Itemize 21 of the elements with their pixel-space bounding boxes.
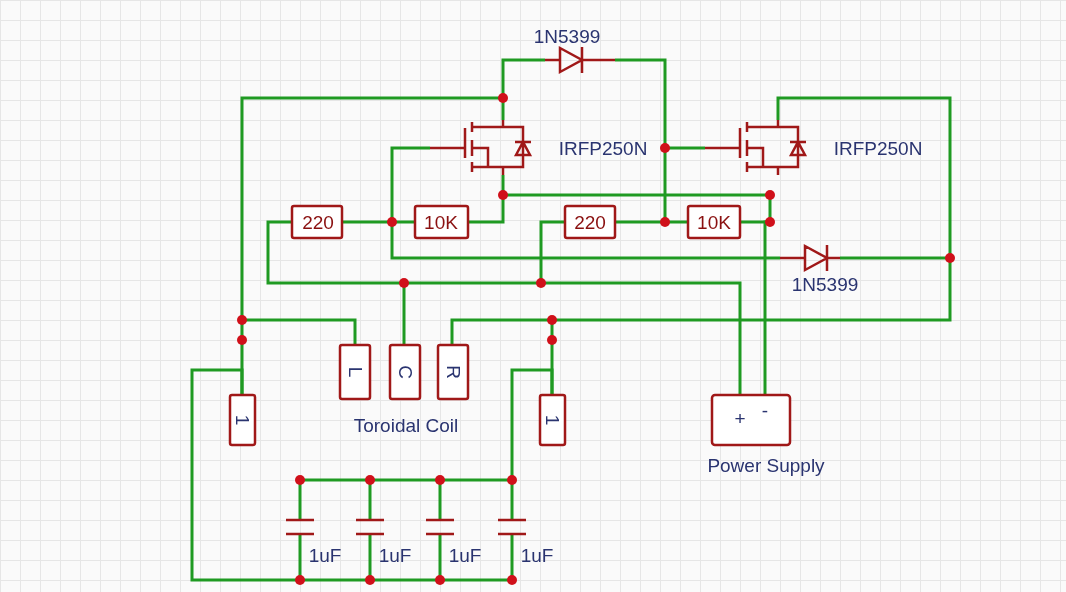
- resistor-value: 10K: [697, 212, 731, 232]
- capacitor-value: 1uF: [448, 545, 482, 565]
- terminal-label: +: [734, 408, 746, 428]
- pin-label: 1: [232, 414, 252, 426]
- resistor-value: 220: [302, 212, 334, 232]
- part-label: Power Supply: [707, 455, 825, 475]
- pin-label: R: [443, 365, 463, 379]
- part-label: IRFP250N: [558, 138, 648, 158]
- capacitor-value: 1uF: [520, 545, 554, 565]
- pin-label: 1: [542, 414, 562, 426]
- capacitor-value: 1uF: [378, 545, 412, 565]
- pin-label: L: [345, 366, 365, 378]
- resistor-value: 10K: [424, 212, 458, 232]
- terminal-label: -: [761, 400, 769, 420]
- pin-label: C: [395, 365, 415, 379]
- part-label: IRFP250N: [833, 138, 923, 158]
- capacitor-value: 1uF: [308, 545, 342, 565]
- part-label: 1N5399: [791, 274, 859, 294]
- part-label: Toroidal Coil: [353, 415, 459, 435]
- resistor-value: 220: [574, 212, 606, 232]
- part-label: 1N5399: [533, 26, 601, 46]
